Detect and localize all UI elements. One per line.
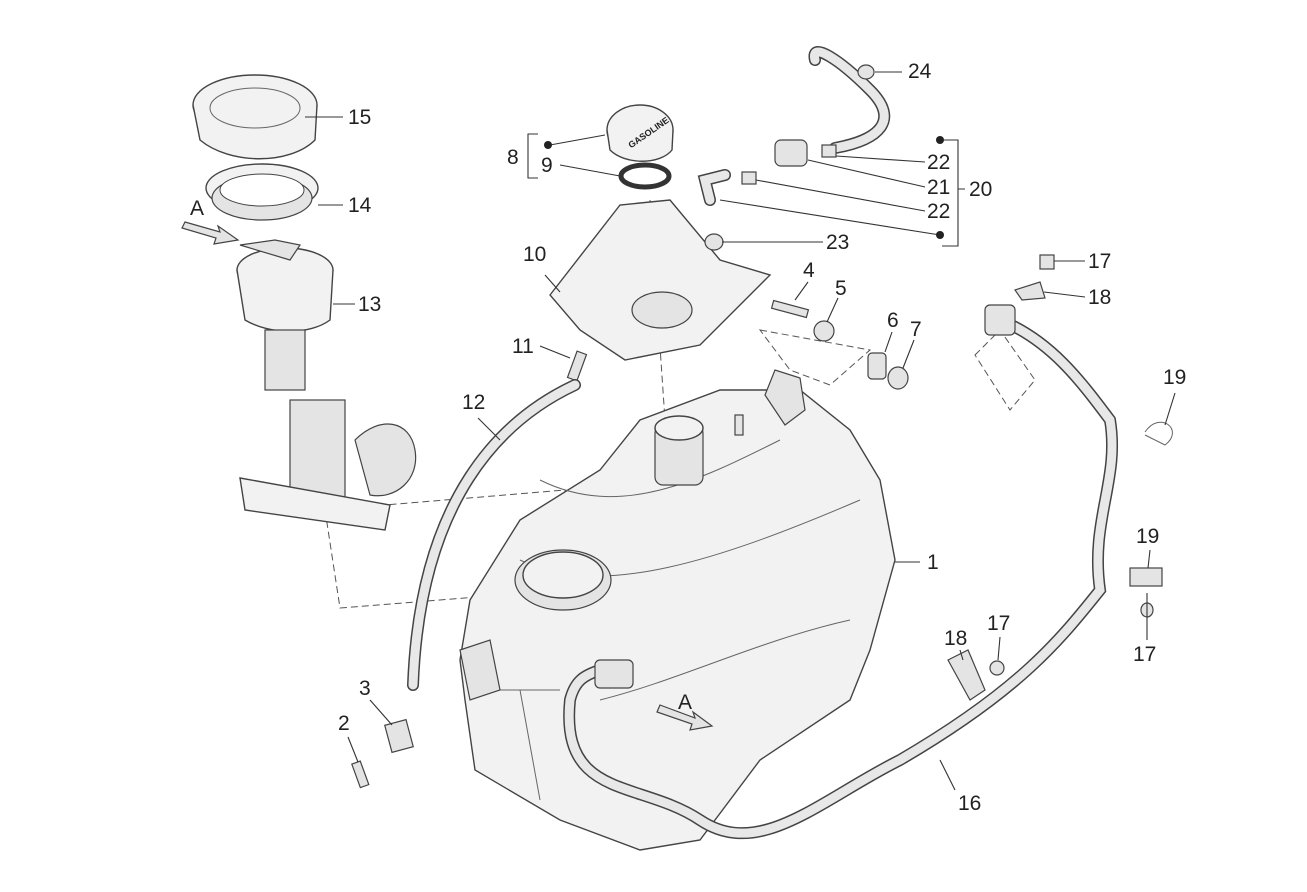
callout-5: 5 <box>835 277 847 300</box>
callout-18-lower: 18 <box>944 627 967 650</box>
cap-gasket <box>618 162 672 190</box>
clip-18-top <box>1014 281 1046 301</box>
callout-12: 12 <box>462 391 485 414</box>
callout-19-top: 19 <box>1163 366 1186 389</box>
washer-5 <box>813 320 835 342</box>
callout-21: 21 <box>927 176 950 199</box>
callout-22b: 22 <box>927 200 950 223</box>
clamp-22-top <box>821 144 837 158</box>
callout-16: 16 <box>958 792 981 815</box>
screw-2 <box>351 760 370 789</box>
clamp-19-lower <box>1129 567 1163 587</box>
callout-9: 9 <box>541 154 553 177</box>
callout-8: 8 <box>507 146 519 169</box>
callout-10: 10 <box>523 243 546 266</box>
callout-24: 24 <box>908 60 932 83</box>
bullet-dots <box>544 136 944 239</box>
grommet-7 <box>887 366 909 390</box>
callout-15: 15 <box>348 106 371 129</box>
callout-20: 20 <box>969 178 992 201</box>
callout-7: 7 <box>910 318 922 341</box>
breather-hose <box>697 46 891 206</box>
spacer-6 <box>867 352 887 380</box>
callout-23: 23 <box>826 231 849 254</box>
filler-cap: GASOLINE <box>606 104 674 162</box>
callout-22a: 22 <box>927 151 950 174</box>
nut-17-lower <box>989 660 1005 676</box>
pump-seal <box>205 163 319 221</box>
callout-6: 6 <box>887 309 899 332</box>
clamp-24 <box>857 64 875 80</box>
leader-lines <box>305 71 1176 791</box>
fuel-tank <box>459 369 896 851</box>
screw-17-top <box>1039 254 1055 270</box>
clip-3 <box>384 718 414 754</box>
fuel-pump <box>236 239 417 531</box>
callout-13: 13 <box>358 293 381 316</box>
callout-4: 4 <box>803 259 815 282</box>
clamp-22-bottom <box>741 171 757 185</box>
fuel-hose-16 <box>563 304 1119 840</box>
callout-17-top: 17 <box>1088 250 1111 273</box>
lock-ring <box>192 74 318 160</box>
clamp-23 <box>704 233 724 251</box>
callout-3: 3 <box>359 677 371 700</box>
callout-11: 11 <box>512 335 534 358</box>
callout-14: 14 <box>348 194 372 217</box>
hose-12 <box>407 379 581 691</box>
view-arrow-a-top <box>181 221 240 245</box>
screw-4 <box>770 299 810 319</box>
callout-2: 2 <box>338 712 350 735</box>
callout-17-right: 17 <box>1133 643 1156 666</box>
callout-1: 1 <box>927 551 939 574</box>
filler-tray <box>549 199 772 361</box>
callout-18-top: 18 <box>1088 286 1111 309</box>
fitting-11 <box>566 350 588 382</box>
view-arrow-a-tank <box>656 704 714 731</box>
callout-19-lower: 19 <box>1136 525 1159 548</box>
bracket-18-lower <box>947 649 986 701</box>
callout-labels: 24 15 8 9 22 21 20 22 14 A 23 10 17 18 4… <box>190 60 1186 815</box>
clamp-19-top <box>1144 421 1173 446</box>
callout-a-top: A <box>190 197 204 220</box>
filter-21 <box>774 139 808 167</box>
callout-17-lower: 17 <box>987 612 1010 635</box>
callout-a-tank: A <box>678 691 692 714</box>
